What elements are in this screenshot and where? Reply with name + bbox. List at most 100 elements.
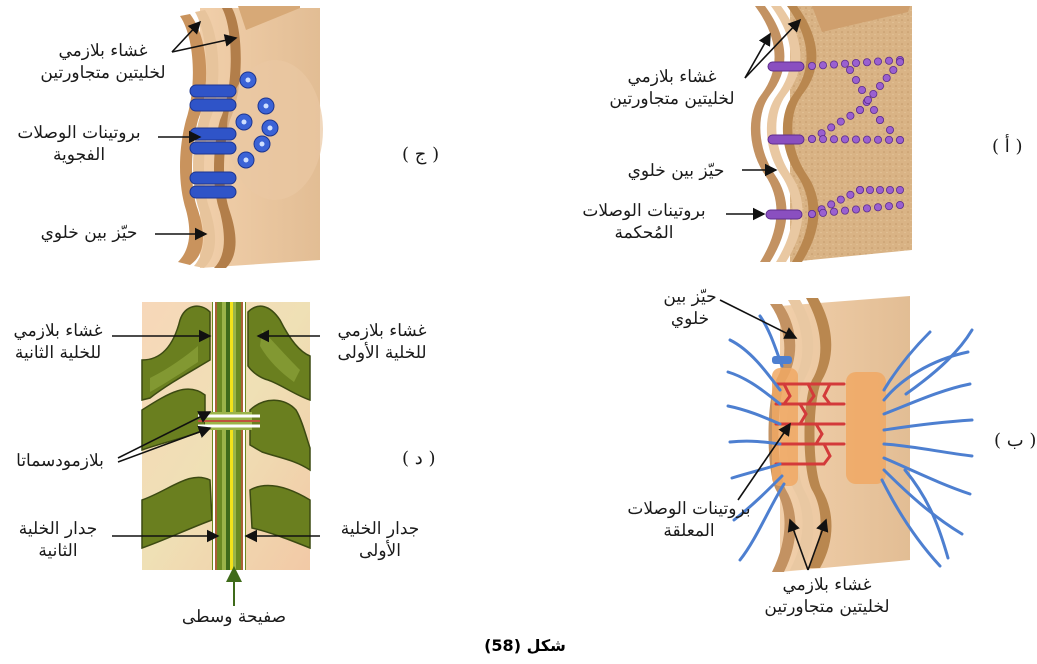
- panel-b-pointers: [719, 299, 829, 571]
- label-line: الثانية: [38, 541, 78, 561]
- tight-junction-bead: [885, 135, 894, 144]
- panel-b-intermediate-filaments: [726, 314, 974, 568]
- tight-junction-bead: [856, 106, 865, 115]
- label-line: المُحكمة: [614, 223, 674, 243]
- tight-junction-bead: [896, 135, 905, 144]
- label-line: لخليتين متجاورتين: [609, 89, 735, 109]
- tight-junction-bead: [874, 135, 883, 144]
- tight-junction-bead: [852, 59, 861, 68]
- tight-junction-bead: [827, 123, 836, 132]
- tight-junction-bead: [896, 185, 905, 194]
- label-c-space: حيّز بين خلوي: [40, 223, 138, 243]
- label-line: بروتينات الوصلات: [582, 201, 706, 221]
- tight-junction-bead: [858, 86, 867, 95]
- tight-junction-bead: [882, 74, 891, 83]
- label-line: غشاء بلازمي: [58, 41, 148, 61]
- tight-junction-bead: [852, 135, 861, 144]
- figure-caption: شكل (58): [484, 636, 566, 655]
- label-line: لخليتين متجاورتين: [764, 597, 890, 617]
- tight-junction-bead: [863, 204, 872, 213]
- tight-junction-bead: [876, 116, 885, 125]
- label-b-proteins: بروتينات الوصلات المعلقة: [614, 498, 764, 542]
- panel-b-illustration: [768, 296, 910, 572]
- label-d-plasmodesmata: بلازمودسماتا: [16, 451, 104, 471]
- panel-tag-a: ( أ ): [992, 136, 1023, 157]
- tight-junction-bead: [852, 205, 861, 214]
- intermediate-filament: [882, 418, 974, 432]
- label-line: حيّز بين: [663, 287, 717, 307]
- tight-junction-bead: [856, 185, 865, 194]
- label-b-space: حيّز بين خلوي: [650, 286, 730, 330]
- intermediate-filament: [882, 330, 932, 392]
- tight-junction-bead: [830, 207, 839, 216]
- panel-tag-c: ( ج ): [402, 144, 440, 165]
- intermediate-filament: [880, 478, 942, 568]
- tight-junction-bead: [841, 59, 850, 68]
- label-line: للخلية الأولى: [337, 343, 427, 363]
- tight-junction-bead: [864, 96, 873, 105]
- label-line: بروتينات الوصلات: [17, 123, 141, 143]
- panel-tag-b: ( ب ): [994, 430, 1037, 451]
- tight-junction-bead: [808, 209, 817, 218]
- label-a-proteins: بروتينات الوصلات المُحكمة: [566, 200, 722, 244]
- intermediate-filament: [882, 350, 970, 402]
- intermediate-filament: [882, 468, 964, 536]
- tight-junction-bead: [866, 185, 875, 194]
- label-d-wall-second: جدار الخلية الثانية: [4, 518, 112, 562]
- tight-junction-bead: [841, 135, 850, 144]
- tight-junction-bead: [830, 135, 839, 144]
- label-line: غشاء بلازمي: [782, 575, 872, 595]
- intermediate-filament: [882, 456, 972, 496]
- intermediate-filament: [738, 482, 786, 562]
- label-line: غشاء بلازمي: [13, 321, 103, 341]
- intermediate-filament: [903, 468, 950, 560]
- label-d-membrane-second: غشاء بلازمي للخلية الثانية: [2, 320, 114, 364]
- intermediate-filament: [882, 382, 972, 416]
- intermediate-filament: [726, 370, 782, 406]
- tight-junction-bead: [876, 185, 885, 194]
- intermediate-filament: [728, 338, 782, 392]
- tight-junction-bead: [869, 90, 878, 99]
- label-line: خلوي: [670, 309, 710, 329]
- panel-c-pointers: [155, 20, 238, 241]
- tight-junction-bead: [870, 106, 879, 115]
- label-a-space: حيّز بين خلوي: [627, 161, 725, 181]
- intermediate-filament: [732, 474, 784, 522]
- tight-junction-bead: [808, 134, 817, 143]
- tight-junction-bead: [846, 66, 855, 75]
- tight-junction-bead: [827, 200, 836, 209]
- label-d-wall-first: جدار الخلية الأولى: [324, 518, 436, 562]
- intermediate-filament: [904, 328, 974, 396]
- tight-junction-bead: [846, 190, 855, 199]
- tight-junction-bead: [830, 60, 839, 69]
- label-line: بروتينات الوصلات: [627, 499, 751, 519]
- tight-junction-bead: [896, 58, 905, 67]
- label-line: جدار الخلية: [340, 519, 420, 539]
- tight-junction-bead: [874, 203, 883, 212]
- intermediate-filament: [882, 442, 974, 458]
- tight-junction-bead: [885, 202, 894, 211]
- panel-a-tight-junction-beads: [808, 56, 905, 218]
- label-c-membranes: غشاء بلازمي لخليتين متجاورتين: [28, 40, 178, 84]
- tight-junction-bead: [874, 57, 883, 66]
- intermediate-filament: [758, 314, 784, 368]
- label-line: للخلية الثانية: [14, 343, 102, 363]
- label-c-proteins: بروتينات الوصلات الفجوية: [4, 122, 154, 166]
- panel-a-pointers: [726, 18, 802, 221]
- tight-junction-bead: [819, 208, 828, 217]
- label-line: الفجوية: [52, 145, 106, 165]
- tight-junction-bead: [863, 135, 872, 144]
- panel-a-illustration: [750, 6, 912, 262]
- intermediate-filament: [728, 439, 782, 446]
- tight-junction-bead: [896, 200, 905, 209]
- tight-junction-bead: [876, 82, 885, 91]
- label-line: غشاء بلازمي: [337, 321, 427, 341]
- tight-junction-bead: [885, 56, 894, 65]
- intermediate-filament: [726, 404, 782, 426]
- tight-junction-bead: [846, 111, 855, 120]
- label-a-membranes: غشاء بلازمي لخليتين متجاورتين: [602, 66, 742, 110]
- tight-junction-bead: [819, 135, 828, 144]
- label-line: المعلقة: [663, 521, 715, 541]
- panel-d-illustration: [141, 302, 311, 570]
